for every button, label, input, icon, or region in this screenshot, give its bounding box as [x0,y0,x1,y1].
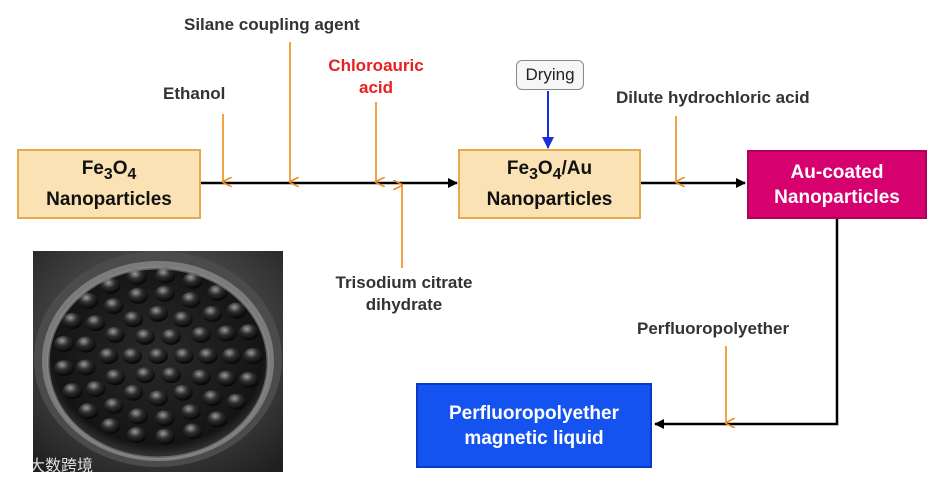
ferrofluid-spike [123,384,144,401]
ferrofluid-spike [172,311,193,328]
ferrofluid-spike [123,311,144,328]
ferrofluid-spike [172,384,193,401]
ferrofluid-spike [62,383,83,400]
ferrofluid-spike [98,348,119,364]
ferrofluid-spike [148,305,168,322]
ferrofluid-spike [155,428,176,445]
ferrofluid-spike [75,336,96,353]
label-hcl: Dilute hydrochloric acid [616,88,810,107]
ferrofluid-spike [216,370,237,387]
au-coated-nanoparticles-box: Au-coated Nanoparticles [747,150,927,219]
ferrofluid-spike [78,403,99,420]
ferrofluid-spike [75,359,96,376]
fe3o4-nanoparticles-box: Fe3O4 Nanoparticles [17,149,201,219]
ferrofluid-spike [243,348,263,364]
label-ethanol: Ethanol [163,84,226,103]
fe3o4-au-formula: Fe3O4/Au [506,158,593,183]
ferrofluid-spike [154,410,175,427]
label-trisodium: Trisodium citrate dihydrate [335,273,473,314]
ferrofluid-spike [180,404,201,420]
ferrofluid-spike [135,328,155,345]
ferrofluid-photo [33,251,283,472]
ferrofluid-spike [122,348,143,364]
ferrofluid-spike [197,348,218,364]
fe3o4-au-label: Nanoparticles [486,188,613,210]
ferrofluid-image [33,251,283,472]
ferrofluid-spike [221,348,242,364]
ferrofluid-spike [191,326,211,343]
ferrofluid-spike [207,284,228,301]
ferrofluid-spike [180,292,201,308]
ferrofluid-spike [226,393,247,410]
ferrofluid-spike [182,423,203,440]
ferrofluid-spike [105,326,125,343]
ferrofluid-spike [85,380,106,397]
ferrofluid-spike [161,328,181,345]
ferrofluid-spike [148,348,168,364]
ferrofluid-spike [105,369,125,386]
fe3o4-label: Nanoparticles [46,188,172,210]
ferrofluid-spike [127,287,148,304]
ferrofluid-spike [216,325,237,342]
ferrofluid-spike [238,324,259,341]
label-chloroauric: Chloroauric acid [328,56,424,97]
ferrofluid-spike [103,397,124,414]
ferrofluid-spike [100,277,121,294]
ferrofluid-spike [85,315,106,332]
ferrofluid-spike [135,367,155,384]
ferrofluid-spike [173,348,194,364]
watermark: 大数跨境 [9,452,93,476]
drying-box: Drying [516,60,584,90]
ferrofluid-spike [238,371,259,388]
ferrofluid-spike [62,312,83,329]
ferrofluid-spike [202,305,223,322]
watermark-logo-icon [9,456,25,472]
ferrofluid-spike [54,360,74,377]
ferrofluid-spike [202,390,223,407]
ferrofluid-spike [226,302,247,319]
ferrofluid-spike [207,411,228,428]
ferrofluid-spike [100,418,121,435]
label-pfpe: Perfluoropolyether [637,319,790,338]
pfpe-magnetic-liquid-box: Perfluoropolyether magnetic liquid [416,383,652,468]
ferrofluid-spike [155,267,176,284]
ferrofluid-spike [191,369,211,386]
ferrofluid-spike [182,272,203,289]
fe3o4-au-nanoparticles-box: Fe3O4/Au Nanoparticles [458,149,641,219]
ferrofluid-spike [54,335,74,352]
fe3o4-formula: Fe3O4 [81,158,137,183]
ferrofluid-spike [126,426,147,443]
ferrofluid-spike [154,285,175,302]
label-silane: Silane coupling agent [184,15,360,34]
ferrofluid-spike [103,298,124,315]
ferrofluid-spike [78,292,99,309]
ferrofluid-spike [126,269,147,286]
ferrofluid-spike [148,390,168,407]
ferrofluid-spike [127,408,148,425]
arrow-aucoated-to-pfpe [654,219,839,429]
ferrofluid-spike [161,367,181,384]
